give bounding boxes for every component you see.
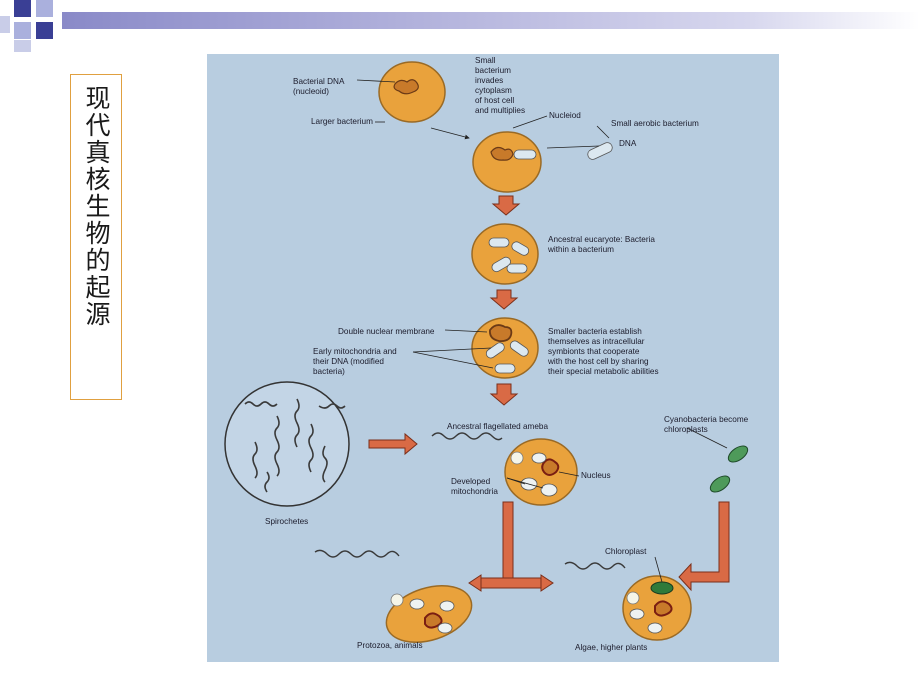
label-nucleiod: Nucleiod bbox=[549, 111, 581, 120]
label-double-membrane: Double nuclear membrane bbox=[338, 327, 435, 336]
label-spirochetes: Spirochetes bbox=[265, 517, 308, 526]
host-cell-invaded bbox=[472, 131, 542, 193]
slide-title: 现代真核生物的起源 bbox=[82, 85, 111, 328]
deco-square-2 bbox=[36, 0, 53, 17]
arrow-down-1 bbox=[491, 195, 521, 216]
label-developed-2: mitochondria bbox=[451, 487, 498, 496]
arrow-right-spirochetes bbox=[368, 432, 418, 456]
label-chloroplast: Chloroplast bbox=[605, 547, 647, 556]
label-ancestral-eucaryote-1: Ancestral eucaryote: Bacteria bbox=[548, 235, 655, 244]
deco-square-1 bbox=[14, 0, 31, 17]
label-dna: DNA bbox=[619, 139, 637, 148]
arrow-left-protozoa bbox=[468, 574, 482, 592]
arrow-down-2 bbox=[489, 289, 519, 310]
label-smaller-bacteria-3: symbionts that cooperate bbox=[548, 347, 640, 356]
arrow-down-3 bbox=[489, 383, 519, 406]
label-cyano-1: Cyanobacteria become bbox=[664, 415, 749, 424]
header-bar bbox=[62, 12, 920, 29]
label-early-mito-1: Early mitochondria and bbox=[313, 347, 397, 356]
label-small-bacterium-5: of host cell bbox=[475, 96, 514, 105]
label-small-bacterium-6: and multiplies bbox=[475, 106, 525, 115]
deco-square-3 bbox=[14, 22, 31, 39]
label-small-bacterium-4: cytoplasm bbox=[475, 86, 512, 95]
label-nucleoid-paren: (nucleoid) bbox=[293, 87, 329, 96]
label-early-mito-3: bacteria) bbox=[313, 367, 345, 376]
label-early-mito-2: their DNA (modified bbox=[313, 357, 384, 366]
cyanobacteria bbox=[709, 445, 749, 493]
label-bacterial-dna: Bacterial DNA bbox=[293, 77, 345, 86]
label-smaller-bacteria-2: themselves as intracellular bbox=[548, 337, 645, 346]
deco-square-4 bbox=[36, 22, 53, 39]
label-smaller-bacteria-1: Smaller bacteria establish bbox=[548, 327, 642, 336]
label-ancestral-eucaryote-2: within a bacterium bbox=[547, 245, 614, 254]
label-cyano-2: chloroplasts bbox=[664, 425, 708, 434]
label-small-bacterium-1: Small bbox=[475, 56, 496, 65]
symbiont-cell bbox=[471, 317, 539, 379]
arrow-right-algae bbox=[540, 574, 554, 592]
label-small-bacterium-3: invades bbox=[475, 76, 503, 85]
arrow-chloroplast-path bbox=[678, 501, 730, 592]
algae-cell bbox=[564, 561, 692, 641]
label-protozoa: Protozoa, animals bbox=[357, 641, 423, 650]
title-box: 现代真核生物的起源 bbox=[70, 74, 122, 400]
label-larger-bacterium: Larger bacterium bbox=[311, 117, 373, 126]
label-ameba: Ancestral flagellated ameba bbox=[447, 422, 548, 431]
larger-bacterium-cell bbox=[378, 61, 446, 123]
chloroplast bbox=[650, 581, 674, 595]
protozoa-cell bbox=[314, 549, 473, 643]
label-smaller-bacteria-5: their special metabolic abilities bbox=[548, 367, 659, 376]
label-algae: Algae, higher plants bbox=[575, 643, 647, 652]
small-aerobic-bacterium bbox=[587, 142, 613, 160]
label-small-aerobic: Small aerobic bacterium bbox=[611, 119, 699, 128]
label-small-bacterium-2: bacterium bbox=[475, 66, 511, 75]
label-smaller-bacteria-4: with the host cell by sharing bbox=[547, 357, 649, 366]
endosymbiosis-figure: Bacterial DNA (nucleoid) Larger bacteriu… bbox=[207, 54, 779, 662]
label-nucleus: Nucleus bbox=[581, 471, 611, 480]
deco-square-5 bbox=[0, 16, 10, 33]
label-developed-1: Developed bbox=[451, 477, 491, 486]
ancestral-eucaryote-cell bbox=[471, 223, 539, 285]
arrow-branch-stem bbox=[502, 501, 514, 579]
deco-square-6 bbox=[14, 40, 31, 52]
spirochetes-circle bbox=[224, 381, 350, 507]
